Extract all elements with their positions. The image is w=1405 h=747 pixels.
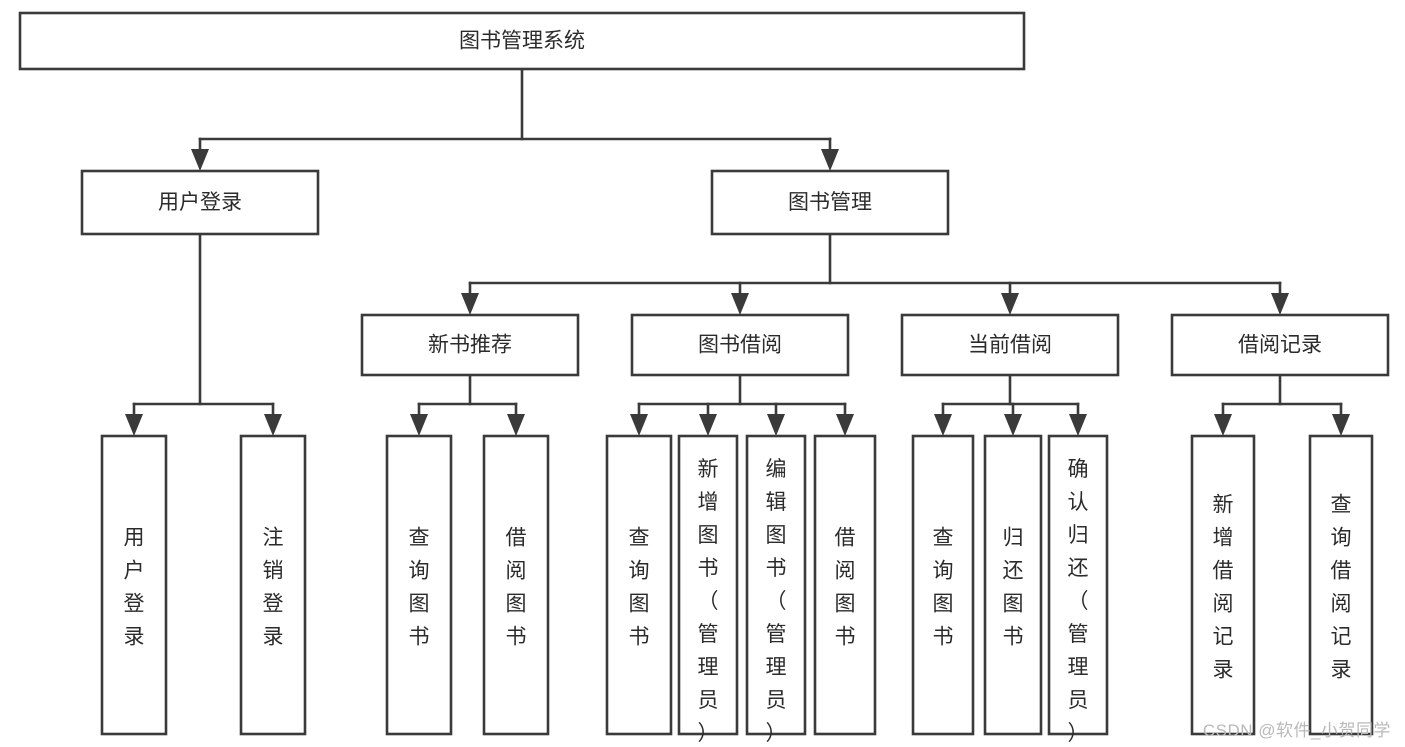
- node-box-root[interactable]: [18, 11, 1026, 71]
- node-leaf-rec-query[interactable]: 查询借阅记录: [1308, 434, 1374, 736]
- node-leaf-bk-borrow[interactable]: 借阅图书: [813, 434, 877, 736]
- node-label-leaf-bk-query: 查询图书: [629, 527, 650, 649]
- node-box-leaf-nb-borrow[interactable]: [482, 434, 550, 736]
- edge-group-login: [125, 232, 282, 436]
- node-root[interactable]: 图书管理系统: [18, 11, 1026, 71]
- node-leaf-bk-query[interactable]: 查询图书: [605, 434, 673, 736]
- edge-group-bookmgmt: [461, 232, 1289, 315]
- node-box-leaf-nb-query[interactable]: [385, 434, 453, 736]
- node-label-leaf-nb-query: 查询图书: [409, 527, 430, 649]
- node-leaf-cur-return[interactable]: 归还图书: [983, 434, 1043, 736]
- node-box-leaf-rec-query[interactable]: [1308, 434, 1374, 736]
- node-label-leaf-rec-query: 查询借阅记录: [1331, 494, 1352, 682]
- node-label-root: 图书管理系统: [459, 30, 585, 53]
- node-label-leaf-user-logout: 注销登录: [263, 527, 284, 649]
- edge-group-records: [1214, 373, 1350, 436]
- node-label-leaf-cur-query: 查询图书: [933, 527, 954, 649]
- node-leaf-cur-query[interactable]: 查询图书: [911, 434, 975, 736]
- node-box-login[interactable]: [80, 169, 320, 236]
- node-box-newbook[interactable]: [360, 313, 580, 377]
- edges-layer: [125, 67, 1350, 436]
- node-box-leaf-cur-query[interactable]: [911, 434, 975, 736]
- node-newbook[interactable]: 新书推荐: [360, 313, 580, 377]
- node-box-leaf-bk-add[interactable]: [677, 434, 739, 736]
- node-bookmgmt[interactable]: 图书管理: [710, 169, 950, 236]
- node-leaf-nb-borrow[interactable]: 借阅图书: [482, 434, 550, 736]
- node-label-leaf-cur-return: 归还图书: [1003, 527, 1024, 649]
- node-label-login: 用户登录: [158, 191, 242, 214]
- node-label-records: 借阅记录: [1238, 334, 1322, 357]
- node-box-leaf-bk-borrow[interactable]: [813, 434, 877, 736]
- node-label-newbook: 新书推荐: [428, 334, 512, 357]
- node-box-leaf-cur-confirm[interactable]: [1047, 434, 1109, 736]
- node-box-leaf-user-logout[interactable]: [239, 434, 307, 736]
- node-leaf-nb-query[interactable]: 查询图书: [385, 434, 453, 736]
- node-leaf-cur-confirm[interactable]: 确认归还（管理员）: [1047, 434, 1109, 745]
- edge-group-newbook: [410, 373, 525, 436]
- node-leaf-bk-edit[interactable]: 编辑图书（管理员）: [745, 434, 807, 745]
- node-box-leaf-cur-return[interactable]: [983, 434, 1043, 736]
- node-label-current: 当前借阅: [968, 334, 1052, 357]
- node-box-bookmgmt[interactable]: [710, 169, 950, 236]
- node-box-leaf-bk-query[interactable]: [605, 434, 673, 736]
- node-leaf-user-login[interactable]: 用户登录: [100, 434, 168, 736]
- edge-group-root: [191, 67, 839, 171]
- node-label-borrow: 图书借阅: [698, 334, 782, 357]
- edge-group-borrow: [630, 373, 854, 436]
- node-label-leaf-bk-add: 新增图书（管理员）: [698, 458, 719, 745]
- node-box-records[interactable]: [1170, 313, 1390, 377]
- node-label-bookmgmt: 图书管理: [788, 191, 872, 214]
- edge-group-current: [934, 373, 1087, 436]
- node-borrow[interactable]: 图书借阅: [630, 313, 850, 377]
- node-records[interactable]: 借阅记录: [1170, 313, 1390, 377]
- node-leaf-user-logout[interactable]: 注销登录: [239, 434, 307, 736]
- node-box-borrow[interactable]: [630, 313, 850, 377]
- node-current[interactable]: 当前借阅: [900, 313, 1120, 377]
- nodes-layer: 图书管理系统用户登录图书管理新书推荐图书借阅当前借阅借阅记录用户登录注销登录查询…: [18, 11, 1390, 745]
- node-login[interactable]: 用户登录: [80, 169, 320, 236]
- node-box-leaf-rec-add[interactable]: [1190, 434, 1256, 736]
- node-box-leaf-bk-edit[interactable]: [745, 434, 807, 736]
- node-label-leaf-bk-borrow: 借阅图书: [835, 527, 856, 649]
- node-box-current[interactable]: [900, 313, 1120, 377]
- node-leaf-bk-add[interactable]: 新增图书（管理员）: [677, 434, 739, 745]
- node-label-leaf-rec-add: 新增借阅记录: [1213, 494, 1234, 682]
- node-label-leaf-user-login: 用户登录: [124, 527, 145, 649]
- node-box-leaf-user-login[interactable]: [100, 434, 168, 736]
- node-label-leaf-cur-confirm: 确认归还（管理员）: [1068, 458, 1089, 745]
- node-leaf-rec-add[interactable]: 新增借阅记录: [1190, 434, 1256, 736]
- node-label-leaf-bk-edit: 编辑图书（管理员）: [766, 458, 787, 745]
- node-label-leaf-nb-borrow: 借阅图书: [506, 527, 527, 649]
